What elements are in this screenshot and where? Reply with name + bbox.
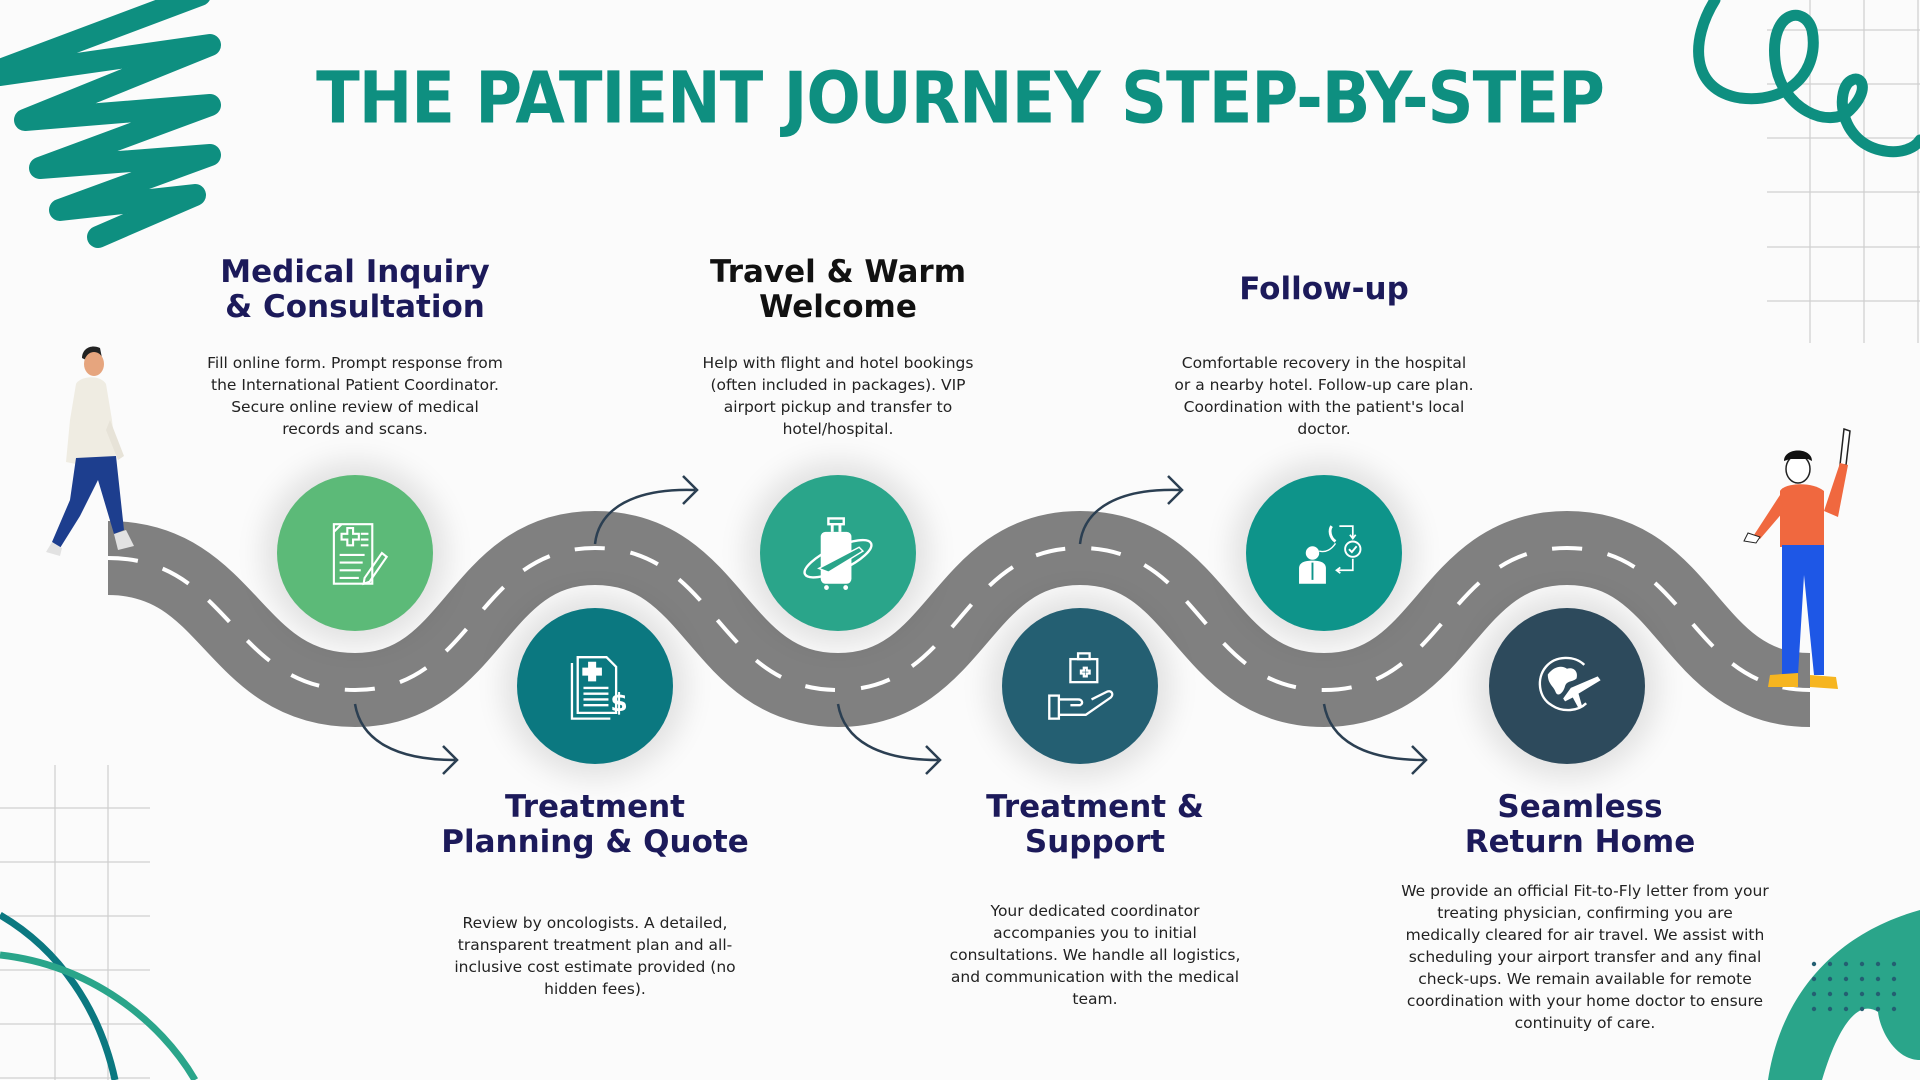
step-1-circle	[277, 475, 433, 631]
globe-plane-icon	[1538, 656, 1601, 712]
step-6-heading-line2: Return Home	[1464, 824, 1696, 860]
page-title: THE PATIENT JOURNEY STEP-BY-STEP	[316, 57, 1605, 141]
dot	[1891, 991, 1897, 997]
luggage-plane-icon	[803, 517, 873, 590]
walking-man-illustration	[46, 346, 134, 556]
step-6-description: We provide an official Fit-to-Fly letter…	[1401, 882, 1769, 1032]
blob-bottom-right	[1768, 910, 1920, 1080]
step-5-circle	[1246, 475, 1402, 631]
step-3-heading-line2: Welcome	[759, 289, 917, 325]
step-2-heading-line1: Treatment	[504, 789, 685, 825]
step-1-heading-line1: Medical Inquiry	[220, 254, 490, 290]
step-1-heading-line2: & Consultation	[225, 289, 485, 325]
dot	[1875, 961, 1881, 967]
dot	[1875, 976, 1881, 982]
step-3-description: Help with flight and hotel bookings (oft…	[702, 354, 974, 438]
step-3-heading: Travel & Warm Welcome	[668, 255, 1008, 325]
loops-top-right	[1693, 0, 1920, 158]
road-center-dashes	[107, 545, 1811, 693]
dot	[1827, 1006, 1833, 1012]
medical-invoice-icon: $	[570, 656, 628, 720]
dot	[1811, 961, 1817, 967]
step-arrow-5	[1322, 703, 1428, 775]
arc-bottom-left-dark	[0, 911, 119, 1080]
step-1-heading: Medical Inquiry & Consultation	[185, 255, 525, 325]
step-3-circle	[760, 475, 916, 631]
step-6-heading: Seamless Return Home	[1410, 790, 1750, 860]
dot	[1811, 991, 1817, 997]
svg-text:$: $	[610, 688, 627, 717]
dot	[1811, 1006, 1817, 1012]
dot	[1843, 961, 1849, 967]
scribble-top-left	[0, 0, 221, 248]
doctor-call-check-icon	[1299, 525, 1362, 584]
step-2-heading-line2: Planning & Quote	[441, 824, 749, 860]
step-arrow-1	[353, 703, 459, 775]
dot	[1859, 1006, 1865, 1012]
step-6-circle	[1489, 608, 1645, 764]
step-3-heading-line1: Travel & Warm	[709, 254, 967, 290]
step-5-heading: Follow-up	[1154, 272, 1494, 307]
dot	[1891, 961, 1897, 967]
dot	[1827, 976, 1833, 982]
step-4-description: Your dedicated coordinator accompanies y…	[949, 902, 1241, 1008]
step-1-description: Fill online form. Prompt response from t…	[207, 354, 503, 438]
dot	[1875, 1006, 1881, 1012]
waving-man-illustration	[1743, 427, 1851, 689]
step-4-heading-line2: Support	[1024, 824, 1166, 860]
step-2-heading: Treatment Planning & Quote	[425, 790, 765, 860]
step-2-description: Review by oncologists. A detailed, trans…	[454, 914, 736, 998]
step-4-heading: Treatment & Support	[925, 790, 1265, 860]
dot	[1843, 1006, 1849, 1012]
dot-grid	[1811, 961, 1897, 1012]
step-arrow-3	[836, 703, 942, 775]
step-4-circle	[1002, 608, 1158, 764]
step-2-circle: $	[517, 608, 673, 764]
step-5-description: Comfortable recovery in the hospital or …	[1174, 354, 1474, 438]
grid-bottom-left	[0, 765, 150, 1080]
dot	[1875, 991, 1881, 997]
medical-form-icon	[332, 523, 389, 586]
dot	[1891, 976, 1897, 982]
dot	[1859, 976, 1865, 982]
arc-bottom-left-light	[0, 951, 199, 1080]
step-arrows	[353, 475, 1428, 775]
dot	[1843, 976, 1849, 982]
dot	[1891, 1006, 1897, 1012]
step-arrow-4	[1078, 475, 1184, 545]
step-6-heading-line1: Seamless	[1497, 789, 1663, 825]
step-5-heading-line1: Follow-up	[1239, 271, 1409, 307]
dot	[1827, 991, 1833, 997]
dot	[1843, 991, 1849, 997]
dot	[1811, 976, 1817, 982]
dot	[1827, 961, 1833, 967]
step-4-heading-line1: Treatment &	[986, 789, 1204, 825]
step-arrow-2	[593, 475, 699, 545]
hand-medical-kit-icon	[1048, 652, 1114, 720]
dot	[1859, 961, 1865, 967]
dot	[1859, 991, 1865, 997]
